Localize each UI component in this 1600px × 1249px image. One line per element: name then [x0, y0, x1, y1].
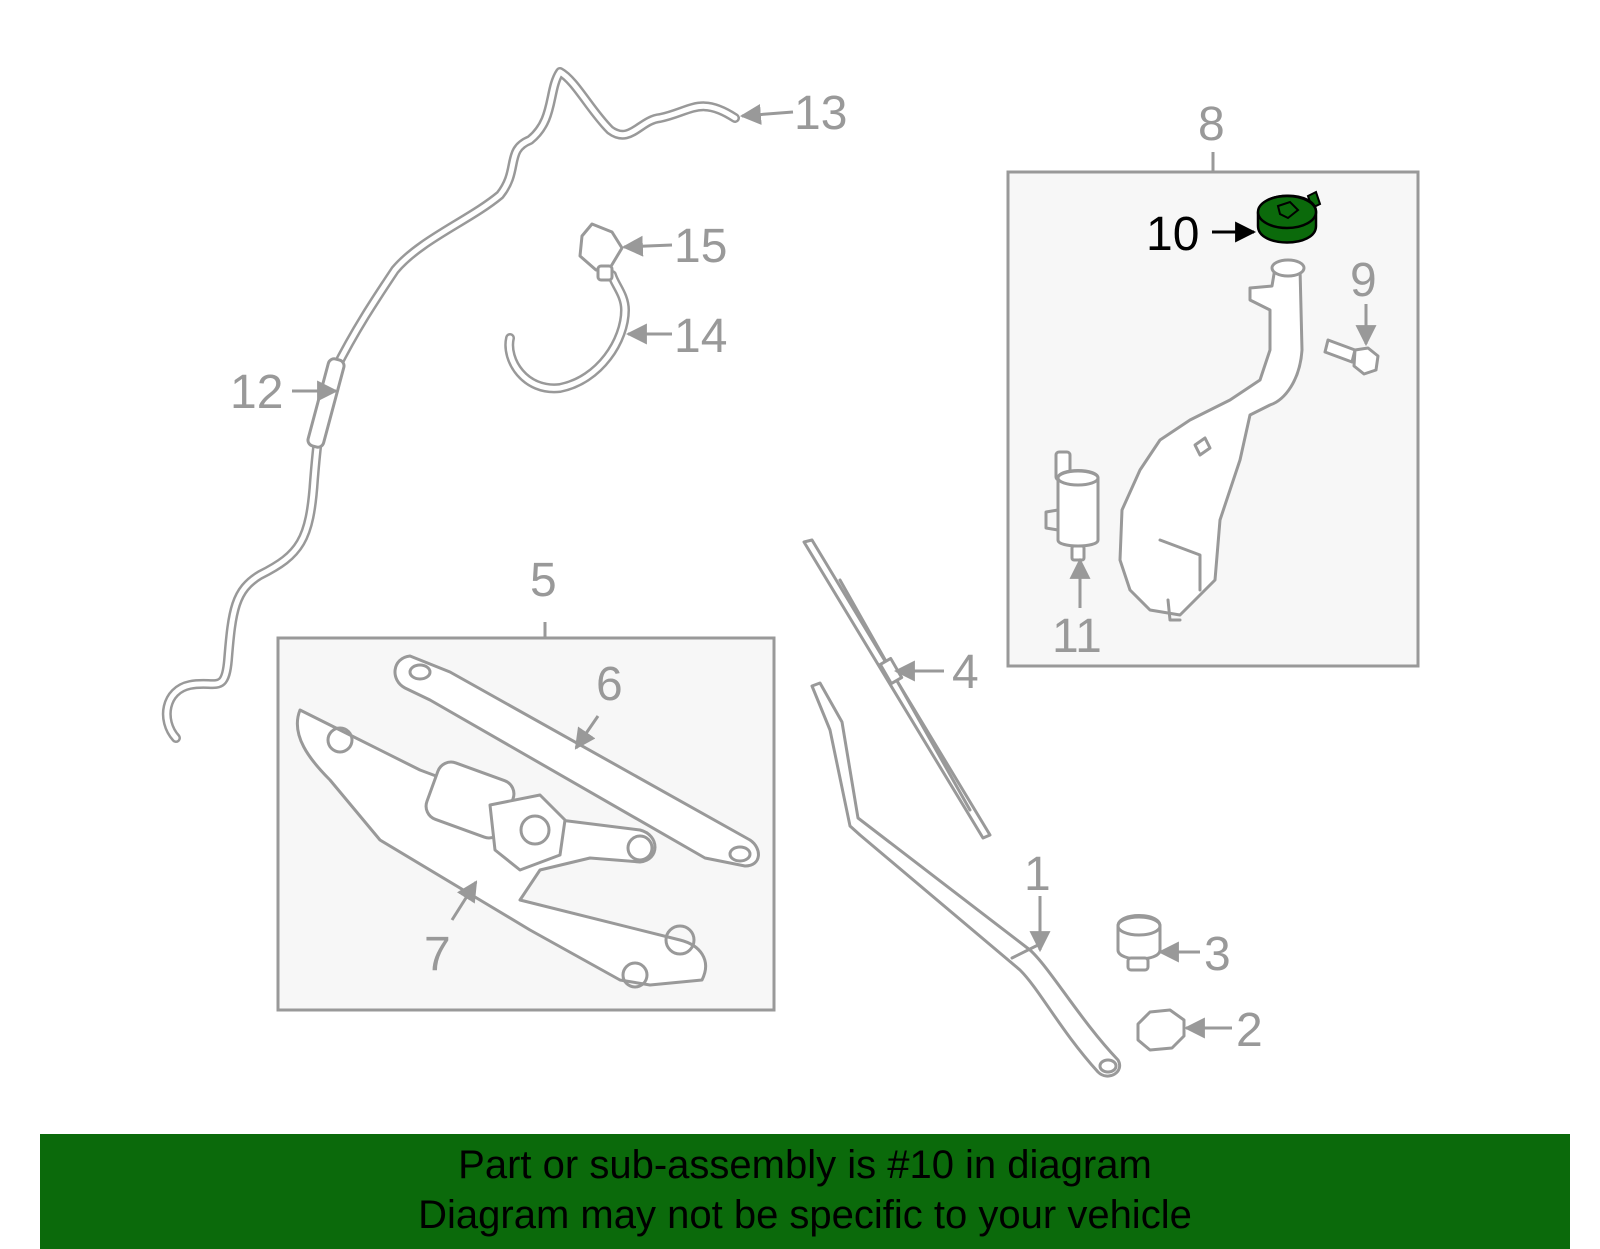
callout-1: 1 [1024, 848, 1051, 901]
wiper-motor-7[interactable] [295, 708, 708, 989]
callout-10: 10 [1146, 208, 1199, 261]
washer-pump-11[interactable] [1044, 450, 1100, 562]
callout-6: 6 [596, 658, 623, 711]
callout-8: 8 [1198, 98, 1225, 151]
info-banner: Part or sub-assembly is #10 in diagram D… [40, 1134, 1570, 1249]
pivot-cap-3[interactable] [1116, 914, 1162, 972]
callout-2: 2 [1236, 1004, 1263, 1057]
callout-14: 14 [674, 310, 727, 363]
pivot-nut-2[interactable] [1136, 1008, 1186, 1052]
callout-5: 5 [530, 554, 557, 607]
wiper-blade-4[interactable] [802, 538, 992, 840]
callout-9: 9 [1350, 254, 1377, 307]
leader-lines [292, 104, 1377, 1039]
bolt-9[interactable] [1323, 338, 1380, 376]
hose-connector-15[interactable] [578, 222, 624, 282]
reservoir-cap-10[interactable] [1256, 190, 1322, 244]
callout-11: 11 [1052, 610, 1102, 663]
callout-3: 3 [1204, 928, 1231, 981]
wiper-arm-1[interactable] [810, 681, 1122, 1078]
washer-hose-14[interactable] [504, 270, 630, 394]
callout-13: 13 [794, 87, 847, 140]
callout-15: 15 [674, 220, 727, 273]
callout-12: 12 [230, 366, 283, 419]
banner-line-1: Part or sub-assembly is #10 in diagram [458, 1143, 1152, 1187]
washer-reservoir-8[interactable] [1118, 258, 1306, 622]
callout-7: 7 [424, 928, 451, 981]
wiper-linkage-6[interactable] [393, 654, 760, 868]
callout-4: 4 [952, 646, 979, 699]
banner-line-2: Diagram may not be specific to your vehi… [418, 1193, 1192, 1237]
